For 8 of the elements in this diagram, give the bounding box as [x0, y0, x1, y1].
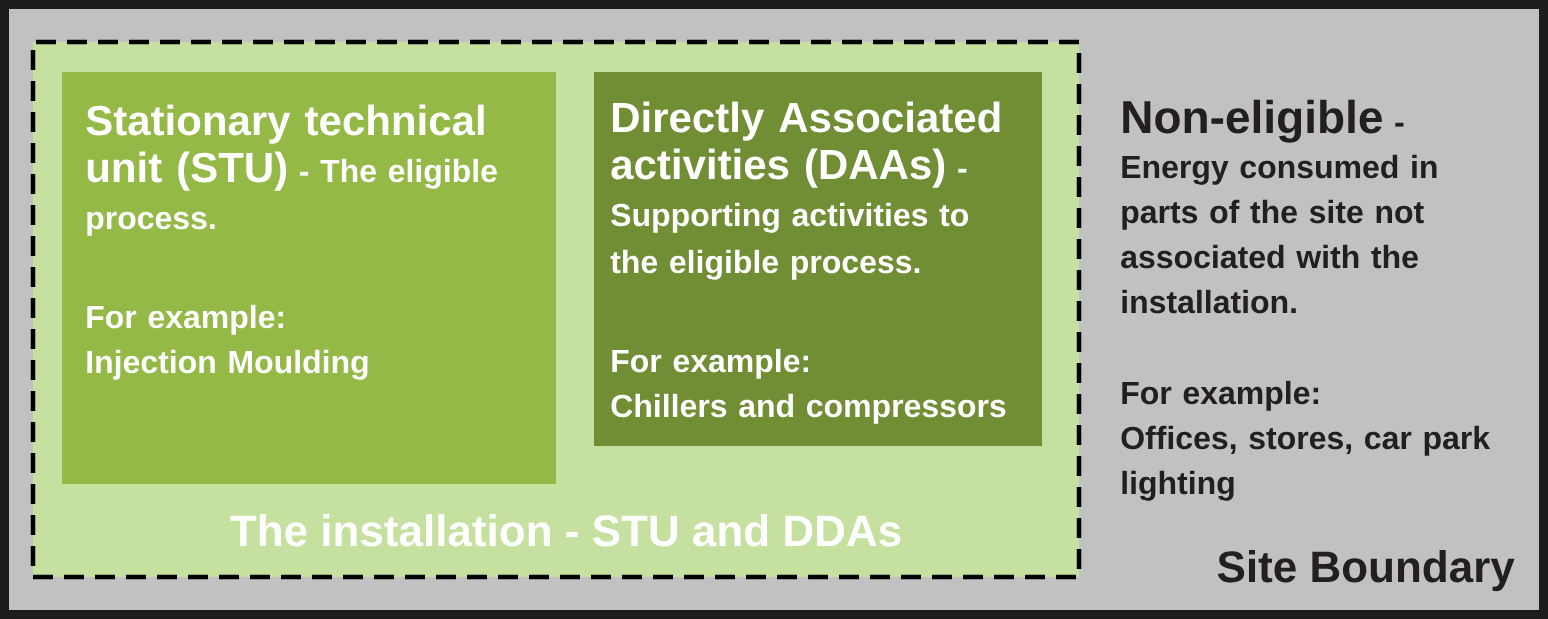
title-text: Stationary technical unit (STU) - The eligible process. [86, 104, 497, 236]
title-text: Non-eligible - Energy consumed in parts of the site not associated with the installation. [1121, 99, 1437, 314]
title-text: Directly Associated activities (DAAs) - Supporting activities to the eligible process. [610, 101, 1000, 280]
boundary-label: Site Boundary [1217, 550, 1515, 592]
example-text: For example: Injection Moulding [87, 304, 368, 380]
example-text: For example: Chillers and compressors [611, 348, 1006, 424]
region-label: The installation - STU and DDAs [230, 514, 901, 547]
example-text: For example: Offices, stores, car park lighting [1121, 380, 1491, 501]
